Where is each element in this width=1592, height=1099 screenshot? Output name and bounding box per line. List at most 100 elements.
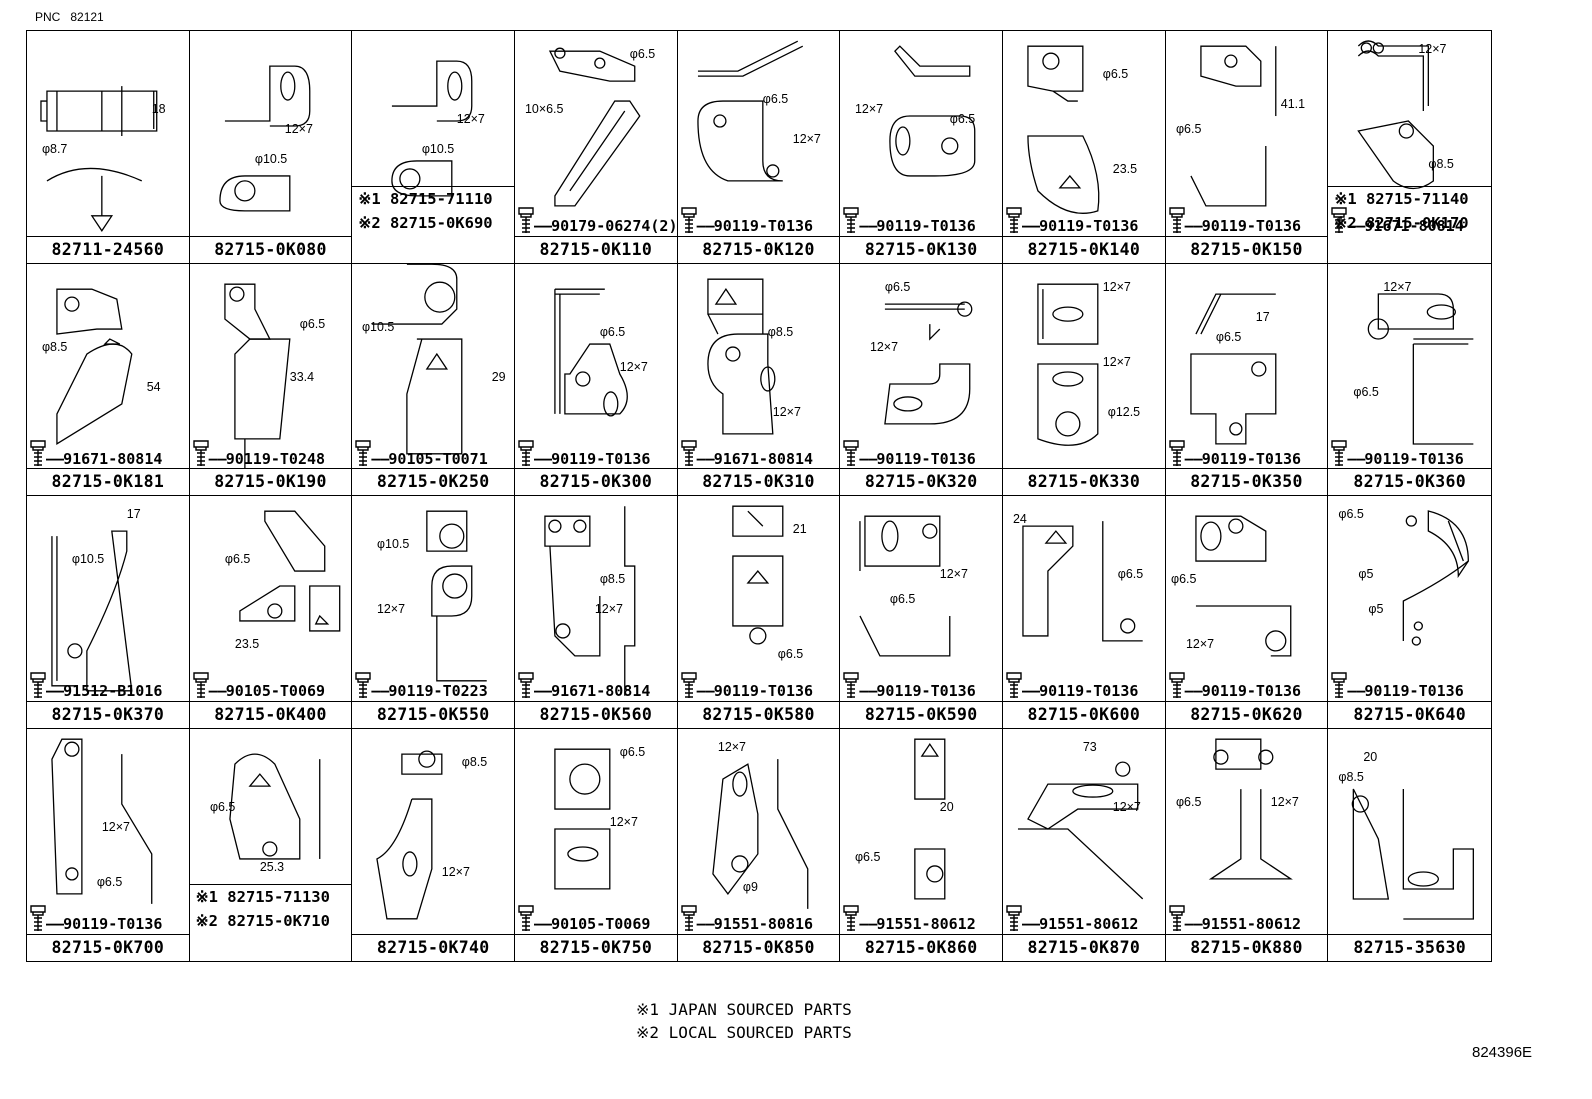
part-number: 82715-0K130: [840, 235, 1002, 263]
bolt-icon: [1005, 904, 1023, 935]
bracket-drawing: φ6.523.5: [225, 510, 341, 651]
dimension-label: 12×7: [620, 359, 648, 373]
bracket-drawing: 24 φ6.5: [1013, 512, 1143, 642]
bolt-icon: [29, 904, 47, 935]
part-number: 82715-0K620: [1165, 700, 1328, 728]
bolt-icon: [1330, 206, 1348, 237]
dimension-label: 20: [1364, 750, 1378, 764]
bolt-icon: [1168, 671, 1186, 702]
dimension-label: 24: [1013, 512, 1027, 526]
part-number: 82715-0K370: [27, 700, 189, 728]
part-number: 82715-0K110: [515, 235, 677, 263]
dimension-label: φ6.5: [855, 849, 880, 863]
bolt-part-number: 90119-T0136: [876, 449, 976, 468]
dimension-label: 54: [147, 379, 161, 393]
dimension-label: 12×7: [870, 340, 898, 354]
bracket-drawing: 12×7φ8.5: [1357, 40, 1454, 190]
bracket-drawing: φ6.533.4: [223, 283, 325, 469]
dimension-label: φ6.5: [1339, 507, 1365, 521]
bolt-icon: [680, 206, 698, 237]
pnc-label: PNC: [35, 10, 61, 24]
bolt-icon: [354, 439, 372, 470]
bracket-drawing: φ6.512×7: [870, 280, 973, 425]
dimension-label: φ6.5: [97, 874, 122, 888]
part-number: 82715-0K740: [352, 934, 514, 961]
part-number: 82715-0K320: [840, 468, 1002, 495]
dimension-label: 12×7: [1113, 800, 1141, 814]
bolt-part-number: 91671-80814: [713, 449, 814, 468]
bracket-drawing: φ8.554: [42, 288, 161, 445]
bolt-icon: [1330, 671, 1348, 702]
bolt-callout: ——91512-B1016: [30, 672, 162, 702]
bolt-part-number: 91671-80814: [63, 449, 163, 468]
bolt-icon: [1330, 439, 1348, 470]
bolt-part-number: 90179-06274(2): [551, 217, 678, 235]
dimension-label: φ6.5: [299, 317, 324, 331]
dimension-label: 12×7: [772, 404, 800, 418]
bolt-callout: ——91551-80816: [680, 904, 813, 935]
dimension-label: φ6.5: [600, 325, 625, 339]
bolt-callout: ——91671-80814: [1330, 206, 1464, 237]
bolt-icon: [29, 439, 47, 470]
dimension-label: φ8.5: [1339, 770, 1365, 784]
dimension-label: φ6.5: [1118, 567, 1143, 581]
dimension-label: φ10.5: [255, 152, 287, 166]
bolt-callout: ——90119-T0136: [843, 207, 976, 237]
part-number: 82715-0K880: [1165, 934, 1328, 961]
dimension-label: 12×7: [1419, 42, 1447, 56]
bolt-icon: [192, 671, 210, 702]
part-number: 82715-0K330: [1003, 468, 1165, 495]
dimension-label: φ6.5: [630, 47, 655, 61]
dimension-label: 12×7: [1384, 280, 1412, 294]
dimension-label: φ6.5: [762, 92, 787, 106]
variant-part-number: ※2 82715-0K690: [358, 213, 493, 232]
bolt-icon: [842, 439, 860, 470]
bracket-drawing: φ6.512×7: [1171, 515, 1292, 657]
sourced-variants: ※1 82715-71130※2 82715-0K710: [189, 884, 352, 935]
bracket-drawing: φ6.512×7: [554, 745, 645, 890]
bolt-callout: ——90105-T0071: [354, 439, 488, 470]
dimension-label: φ10.5: [72, 552, 104, 566]
bolt-part-number: 90119-T0248: [225, 449, 326, 468]
bracket-drawing: φ6.541.1: [1176, 45, 1305, 207]
bracket-drawing: φ6.512×7: [696, 40, 821, 182]
part-number: 82715-0K700: [27, 934, 189, 961]
bolt-icon: [680, 671, 698, 702]
bolt-callout: ——90119-T0136: [680, 206, 813, 237]
bolt-callout: ——90119-T0136: [1330, 439, 1464, 470]
dimension-label: 12×7: [457, 112, 485, 126]
dimension-label: φ6.5: [890, 592, 915, 606]
dimension-label: 12×7: [595, 602, 623, 616]
sourced-variants: ※1 82715-71110 ※2 82715-0K690: [352, 185, 514, 237]
dimension-label: φ8.5: [767, 325, 792, 339]
part-number: 82715-0K870: [1003, 934, 1165, 961]
dimension-label: φ10.5: [362, 320, 394, 334]
dimension-label: φ6.5: [950, 112, 975, 126]
part-number: 82715-0K860: [840, 934, 1002, 961]
bolt-callout: ——90119-T0136: [843, 672, 976, 702]
bolt-callout: ——91551-80612: [843, 904, 976, 935]
variant-part-number: ※1 82715-71110: [358, 189, 493, 208]
bolt-part-number: 90119-T0136: [876, 217, 976, 235]
dimension-label: φ12.5: [1108, 404, 1140, 418]
dimension-label: 12×7: [442, 864, 470, 878]
bolt-callout: ——90105-T0069: [518, 904, 650, 935]
bolt-callout: ——90119-T0136: [1330, 671, 1464, 702]
dimension-label: 12×7: [1103, 355, 1131, 369]
bracket-drawing: φ6.512×7: [859, 515, 968, 657]
part-number: 82715-0K600: [1003, 700, 1165, 728]
